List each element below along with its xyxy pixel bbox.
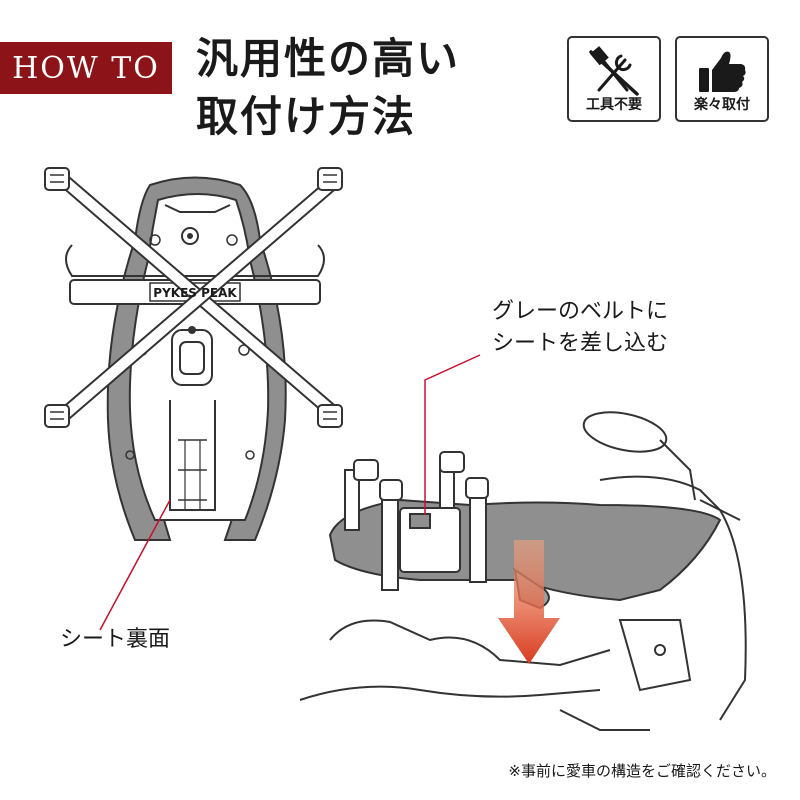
page-title: 汎用性の高い 取付け方法 [196,30,460,146]
seat-callout-line [99,499,171,631]
belt-callout-line-2: シートを差し込む [492,331,669,356]
belt-callout: グレーのベルトに シートを差し込む [492,296,668,360]
easy-install-label: 楽々取付 [694,97,750,113]
seat-underside-callout: シート裏面 [60,627,171,652]
no-tools-label: 工具不要 [586,97,642,113]
belt-callout-line-1: グレーのベルトに [492,299,669,324]
title-line-1: 汎用性の高い [196,34,461,83]
no-tools-badge: 工具不要 [567,36,661,122]
thumbs-up-icon [699,51,746,92]
belt-callout-line [424,354,481,515]
seat-brand-label: PYKES PEAK [153,286,237,300]
no-tools-icon [589,46,639,96]
easy-install-badge: 楽々取付 [675,36,769,122]
seat-underside-diagram [44,167,343,541]
insert-direction-arrow [498,540,560,664]
title-line-2: 取付け方法 [196,92,417,141]
how-to-badge: HOW TO [0,42,172,94]
footnote: ※事前に愛車の構造をご確認ください。 [508,762,776,780]
